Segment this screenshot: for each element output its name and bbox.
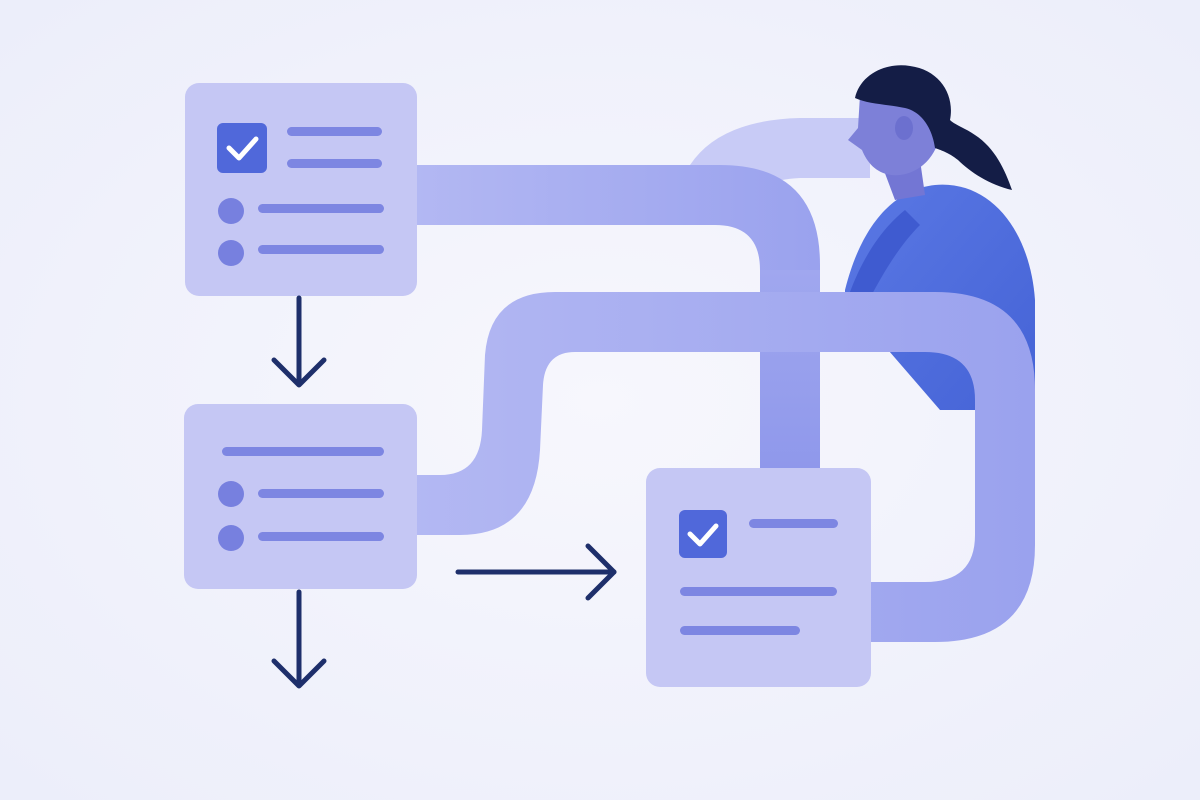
checkmark-glyph <box>687 523 719 547</box>
pipe-lower-loop <box>410 292 1035 642</box>
bullet-dot-icon <box>218 525 244 551</box>
person-hair <box>855 65 1012 190</box>
person-ear <box>895 116 913 140</box>
card-top-line-2 <box>287 159 382 168</box>
card-result-panel <box>646 468 871 687</box>
arrow-icon <box>271 589 327 689</box>
card-middle-line-3 <box>258 532 384 541</box>
bullet-dot-icon <box>218 481 244 507</box>
card-top-line-4 <box>258 245 384 254</box>
card-top <box>185 83 417 296</box>
checkmark-glyph <box>226 136 259 161</box>
check-icon <box>217 123 267 173</box>
card-middle-line-2 <box>258 489 384 498</box>
card-top-line-1 <box>287 127 382 136</box>
arrow-icon <box>271 295 327 388</box>
card-result-line-2 <box>680 587 837 596</box>
card-top-panel <box>185 83 417 296</box>
person-arm <box>850 210 920 298</box>
card-middle-line-1 <box>222 447 384 456</box>
card-result <box>646 468 871 687</box>
card-middle <box>184 404 417 589</box>
bullet-dot-icon <box>218 198 244 224</box>
card-result-line-3 <box>680 626 800 635</box>
check-icon <box>679 510 727 558</box>
card-result-line-1 <box>749 519 838 528</box>
arrow-icon <box>455 543 617 601</box>
bullet-dot-icon <box>218 240 244 266</box>
card-top-line-3 <box>258 204 384 213</box>
